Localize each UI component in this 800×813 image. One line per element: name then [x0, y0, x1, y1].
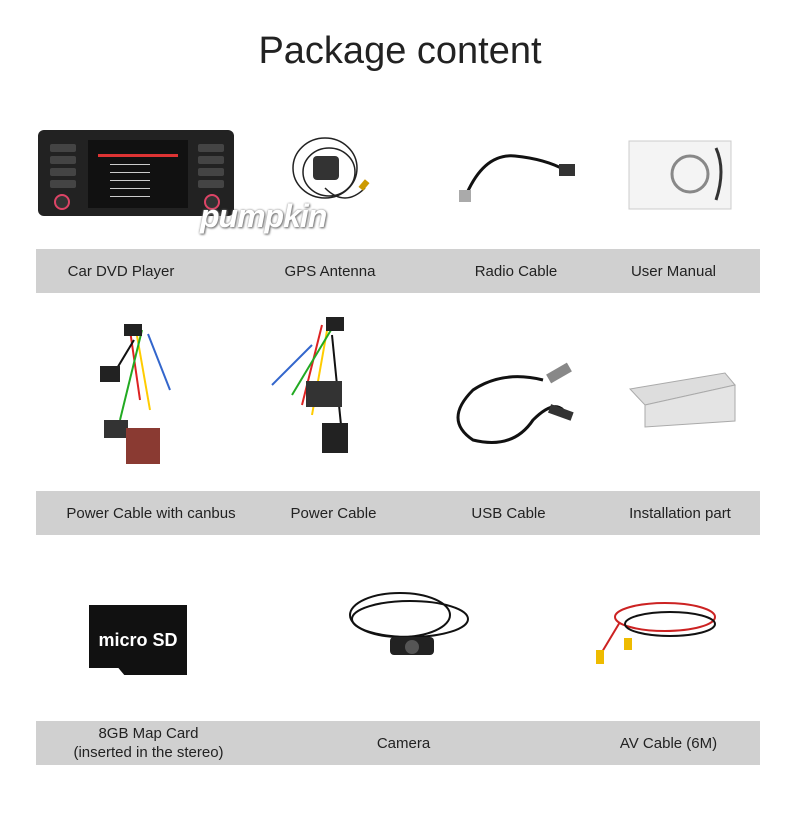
radio-cable-image [459, 154, 575, 202]
micro-sd-logo: micro SD [98, 629, 178, 650]
label-usb-cable: USB Cable [471, 504, 546, 522]
label-power-cable-canbus: Power Cable with canbus [66, 504, 236, 522]
label-power-cable: Power Cable [290, 504, 377, 522]
label-camera: Camera [376, 734, 431, 752]
pumpkin-watermark: pumpkin [200, 198, 327, 234]
micro-sd-card-image: micro SD [89, 605, 187, 675]
label-car-dvd-player: Car DVD Player [67, 262, 175, 280]
usb-cable-image [456, 362, 574, 444]
gps-antenna-image [292, 137, 370, 199]
label-map-card: 8GB Map Card (inserted in the stereo) [73, 725, 224, 761]
label-radio-cable: Radio Cable [474, 262, 558, 280]
label-bar-row-2: Power Cable with canbus Power Cable USB … [36, 491, 760, 535]
label-user-manual: User Manual [630, 262, 717, 280]
label-gps-antenna: GPS Antenna [284, 262, 376, 280]
label-bar-row-3: 8GB Map Card (inserted in the stereo) Ca… [36, 721, 760, 765]
power-cable-image [271, 317, 348, 453]
label-av-cable: AV Cable (6M) [619, 734, 718, 752]
label-installation-part: Installation part [629, 504, 731, 522]
power-cable-canbus-image [100, 324, 171, 464]
camera-image [349, 592, 469, 655]
user-manual-image [628, 140, 732, 210]
installation-part-image [628, 372, 736, 428]
av-cable-image [596, 602, 716, 664]
label-bar-row-1: Car DVD Player GPS Antenna Radio Cable U… [36, 249, 760, 293]
page-title: Package content [258, 30, 542, 72]
car-dvd-player-image [38, 130, 234, 216]
